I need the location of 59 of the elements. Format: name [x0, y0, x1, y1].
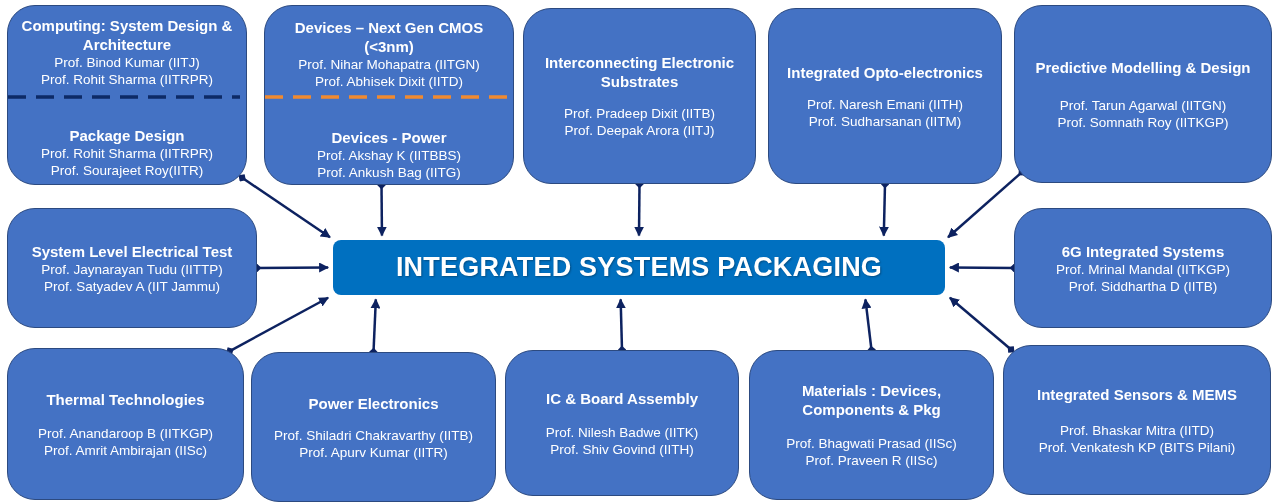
professor-name: Prof. Venkatesh KP (BITS Pilani)	[1038, 438, 1236, 456]
professor-name: Prof. Anandaroop B (IITKGP)	[38, 424, 213, 442]
professor-name: Prof. Sourajeet Roy(IITR)	[50, 162, 204, 179]
professor-name: Prof. Somnath Roy (IITKGP)	[1057, 113, 1229, 131]
professor-name: Prof. Rohit Sharma (IITRPR)	[41, 145, 213, 162]
topic-heading: Package Design	[69, 126, 185, 145]
professor-name: Prof. Mrinal Mandal (IITKGP)	[1055, 260, 1230, 278]
professor-name: Prof. Binod Kumar (IITJ)	[54, 54, 200, 71]
professor-name: Prof. Praveen R (IISc)	[805, 452, 938, 469]
professor-name: Prof. Rohit Sharma (IITRPR)	[41, 71, 213, 88]
topic-box	[1014, 5, 1272, 183]
professor-name: Prof. Shiv Govind (IITH)	[550, 440, 694, 458]
topic-heading: Thermal Technologies	[46, 389, 205, 409]
topic-box	[768, 8, 1002, 184]
topic-box	[7, 348, 244, 500]
central-box	[333, 240, 945, 295]
topic-box	[749, 350, 994, 500]
professor-name: Prof. Abhisek Dixit (IITD)	[315, 73, 463, 90]
professor-name: Prof. Bhagwati Prasad (IISc)	[786, 435, 957, 452]
professor-name: Prof. Pradeep Dixit (IITB)	[564, 105, 715, 122]
topic-heading: Predictive Modelling & Design	[1035, 57, 1251, 77]
topic-box	[505, 350, 739, 496]
professor-name: Prof. Deepak Arora (IITJ)	[564, 122, 715, 139]
topic-box	[7, 208, 257, 328]
title: INTEGRATED SYSTEMS PACKAGING	[395, 252, 883, 283]
professor-name: Prof. Nihar Mohapatra (IITGN)	[298, 56, 480, 73]
topic-heading: Computing: System Design & Architecture	[20, 16, 234, 54]
professor-name: Prof. Apurv Kumar (IITR)	[299, 443, 448, 461]
topic-box	[264, 5, 514, 185]
topic-box	[1003, 345, 1271, 495]
arrow	[949, 296, 1015, 353]
topic-heading: Devices – Next Gen CMOS (<3nm)	[293, 18, 485, 56]
arrow	[225, 296, 329, 355]
topic-box	[523, 8, 756, 184]
professor-name: Prof. Bhaskar Mitra (IITD)	[1060, 421, 1214, 439]
professor-name: Prof. Satyadev A (IIT Jammu)	[43, 277, 221, 295]
professor-name: Prof. Nilesh Badwe (IITK)	[545, 423, 699, 441]
professor-name: Prof. Siddhartha D (IITB)	[1068, 277, 1218, 295]
arrow	[238, 174, 331, 239]
topic-heading: Interconnecting Electronic Substrates	[543, 53, 736, 91]
professor-name: Prof. Ankush Bag (IITG)	[317, 164, 461, 181]
topic-heading: Power Electronics	[308, 393, 439, 413]
professor-name: Prof. Jaynarayan Tudu (IITTP)	[41, 260, 223, 278]
topic-box	[7, 5, 247, 185]
topic-heading: Devices - Power	[331, 128, 447, 147]
topic-box	[251, 352, 496, 502]
professor-name: Prof. Tarun Agarwal (IITGN)	[1059, 96, 1227, 114]
topic-heading: 6G Integrated Systems	[1061, 241, 1225, 261]
professor-name: Prof. Amrit Ambirajan (IISc)	[44, 441, 207, 459]
topic-heading: IC & Board Assembly	[546, 388, 698, 408]
professor-name: Prof. Akshay K (IITBBS)	[316, 147, 461, 164]
professor-name: Prof. Naresh Emani (IITH)	[806, 95, 963, 113]
topic-heading: Materials : Devices, Components & Pkg	[800, 381, 943, 419]
topic-heading: System Level Electrical Test	[31, 241, 233, 261]
topic-box	[1014, 208, 1272, 328]
topic-heading: Integrated Sensors & MEMS	[1036, 384, 1237, 404]
topic-heading: Integrated Opto-electronics	[787, 62, 983, 82]
professor-name: Prof. Sudharsanan (IITM)	[808, 112, 962, 130]
professor-name: Prof. Shiladri Chakravarthy (IITB)	[274, 426, 473, 444]
